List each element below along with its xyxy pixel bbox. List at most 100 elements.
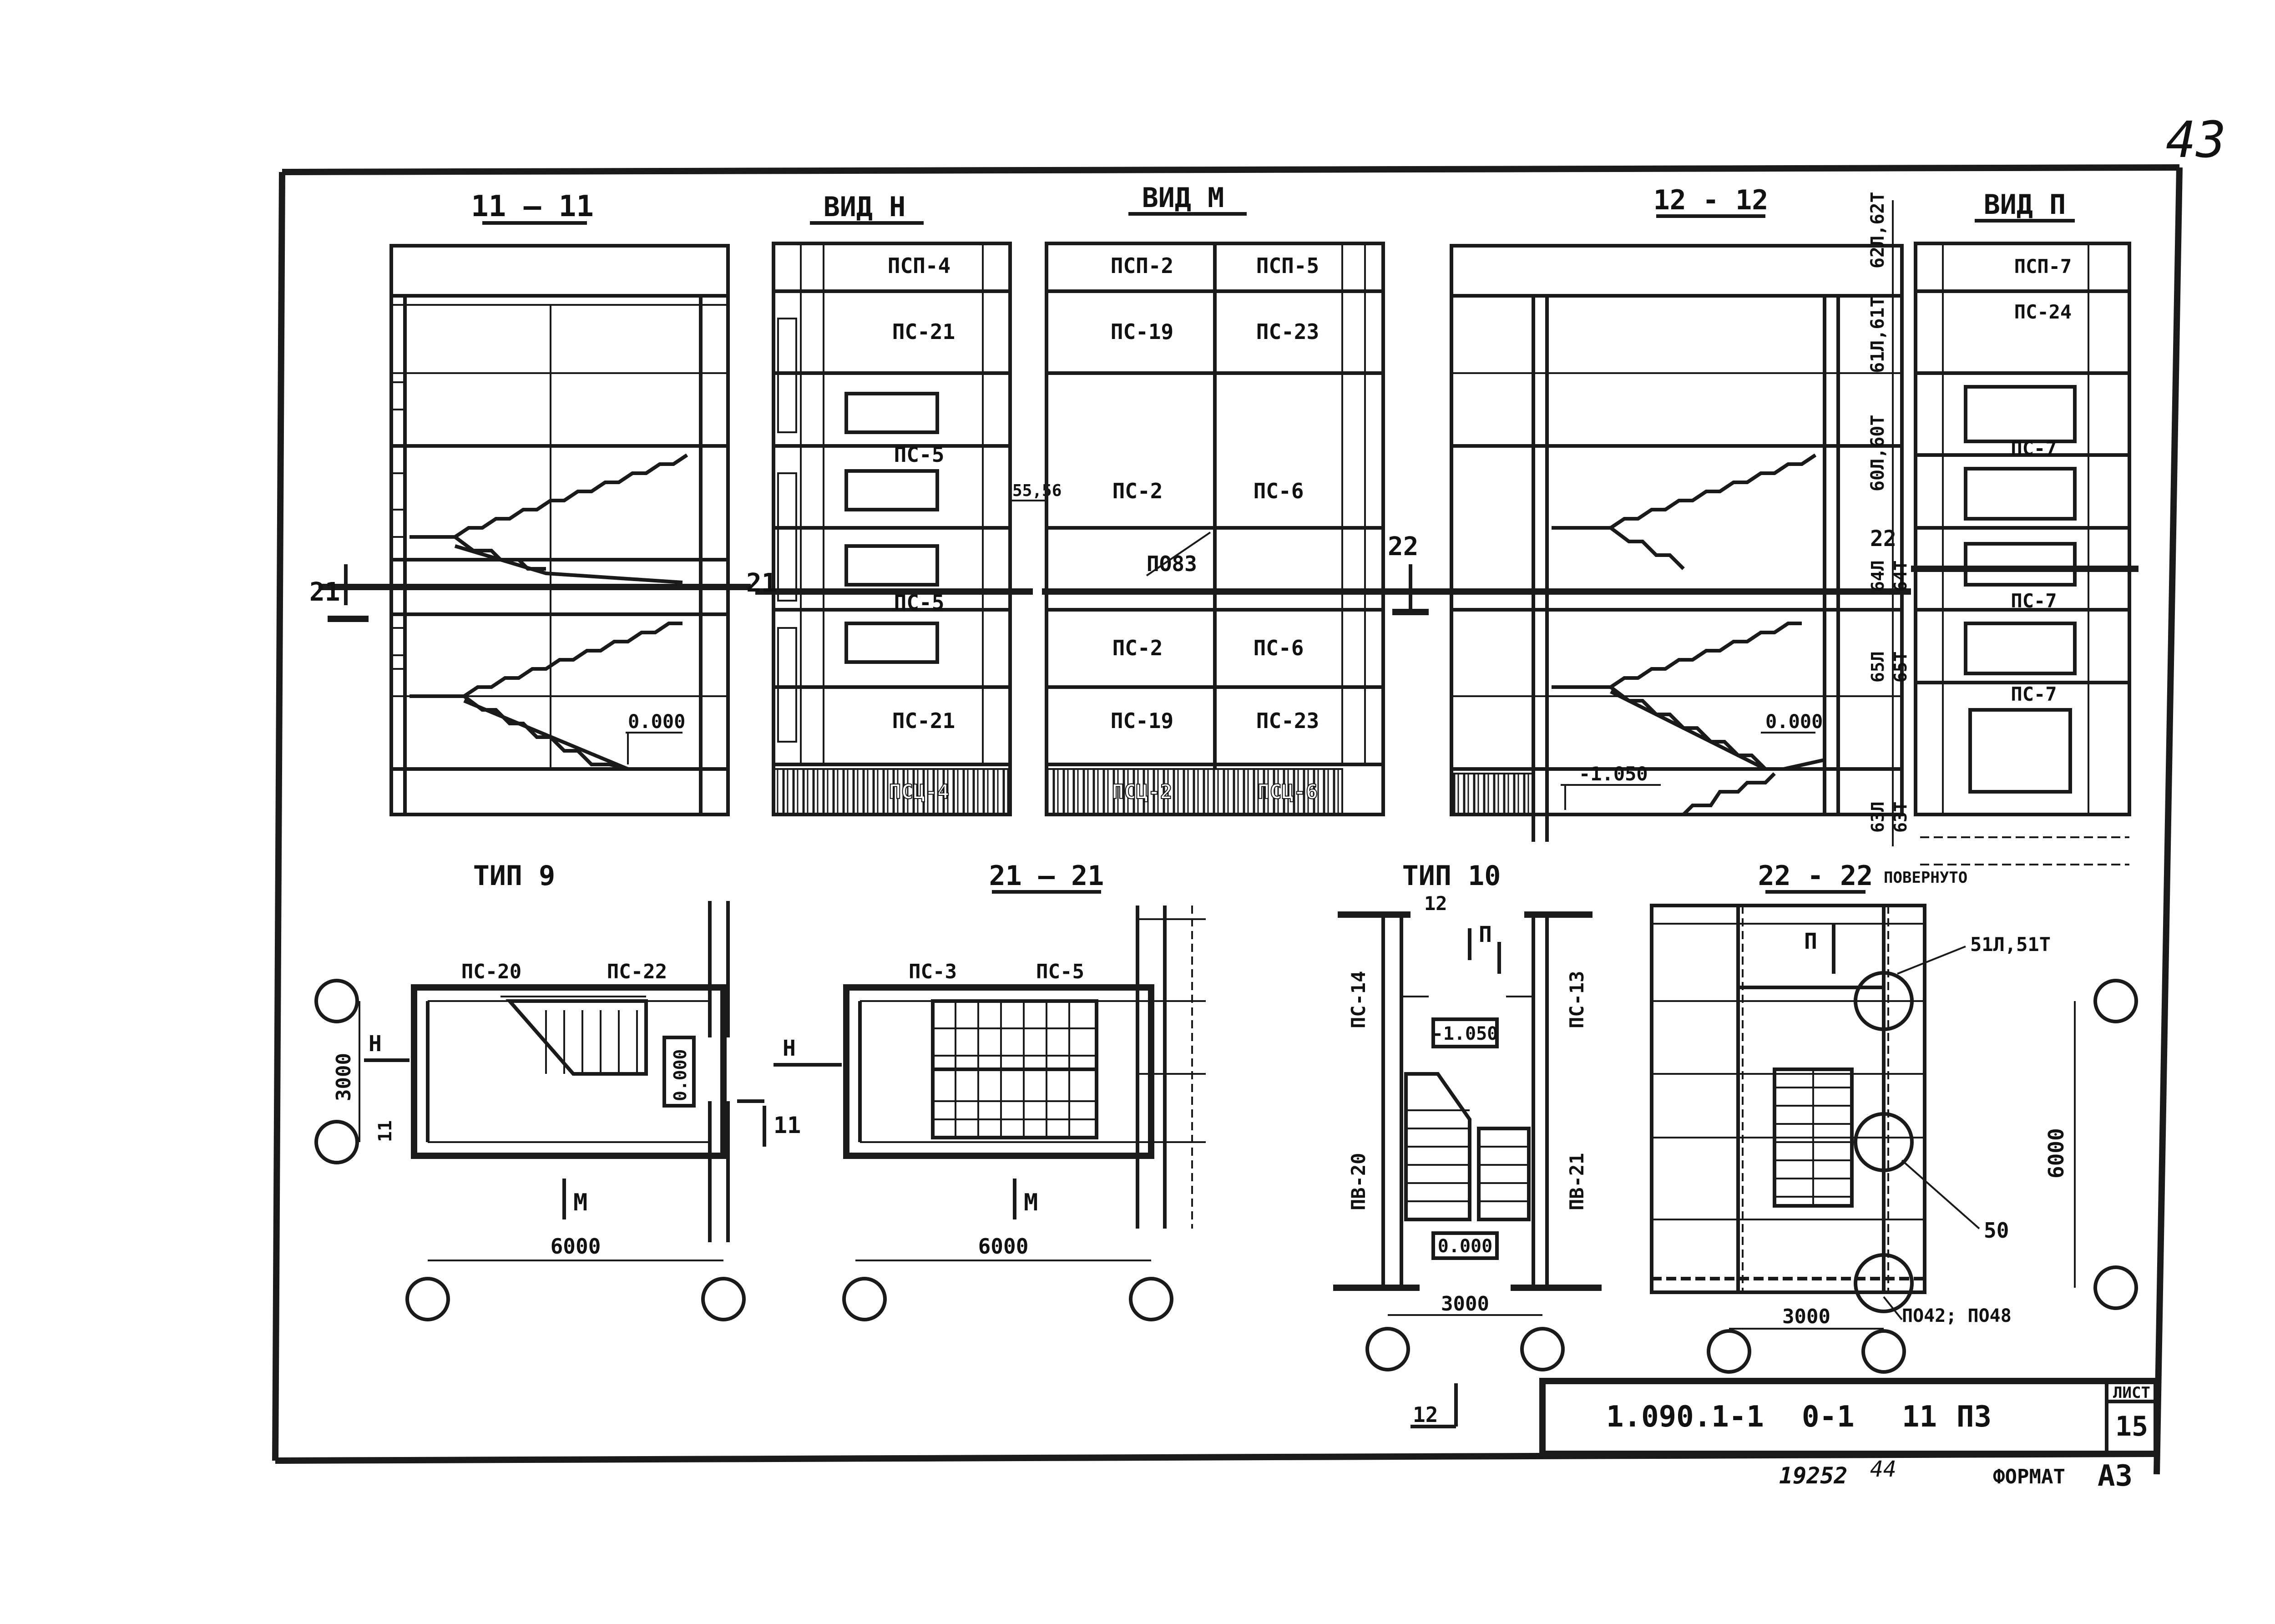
plan-21-21: 21 — 21 ПС-3 ПС-5 Н М 6000 <box>774 860 1206 1321</box>
section-12-12: 12 - 12 0.000 -1.050 62Л,62Т 61Л,61Т 60Л… <box>1442 184 1911 846</box>
dim-6000-2222: 6000 <box>2044 1128 2068 1179</box>
panel-ps-22: ПС-22 <box>607 960 667 983</box>
panel-psp-4: ПСП-4 <box>888 253 950 278</box>
slab-po83: ПО83 <box>1147 551 1197 576</box>
cut-label-11-right: 11 <box>774 1112 801 1138</box>
doc-type: ПЗ <box>1956 1400 1992 1434</box>
panel-ps-20: ПС-20 <box>461 960 521 983</box>
label-64t: 64Т <box>1891 560 1911 592</box>
panel-ps-6-lower: ПС-6 <box>1254 636 1304 660</box>
note-rotated: ПОВЕРНУТО <box>1884 869 1967 887</box>
dim-3000-tip9: 3000 <box>332 1053 355 1101</box>
plan-21-21-title: 21 — 21 <box>989 860 1104 892</box>
panel-ps-2-upper: ПС-2 <box>1112 479 1163 503</box>
cut-mark-21-left: 21 <box>309 577 340 607</box>
doc-part: 0-1 <box>1802 1400 1855 1434</box>
node-po42-po48: ПО42; ПО48 <box>1902 1305 2012 1326</box>
cut-label-12-bottom: 12 <box>1413 1402 1438 1427</box>
panel-ps-5-plan: ПС-5 <box>1036 960 1084 983</box>
panel-ps-14: ПС-14 <box>1347 971 1370 1028</box>
arrow-label-H-tip9: Н <box>369 1031 382 1057</box>
panel-ps-3: ПС-3 <box>909 960 957 983</box>
cut-label-12-top: 12 <box>1424 892 1447 915</box>
arrow-label-H-2121: Н <box>783 1036 796 1061</box>
view-N: ВИД Н ПСП-4 ПС-21 ПС-5 ПС-5 ПС-21 ПСЦ-4 … <box>746 191 1062 816</box>
panel-psp-2: ПСП-2 <box>1111 253 1173 278</box>
panel-pv-21: ПВ-21 <box>1566 1153 1588 1210</box>
panel-ps-7-c: ПС-7 <box>2011 683 2057 705</box>
dim-6000-2121: 6000 <box>978 1234 1029 1259</box>
panel-ps-21-top: ПС-21 <box>892 319 955 344</box>
level-0000-tip10: 0.000 <box>1438 1236 1492 1257</box>
section-12-12-title: 12 - 12 <box>1653 184 1769 216</box>
section-11-11: 11 — 11 21 0.000 <box>309 190 751 816</box>
label-64l: 64Л <box>1868 560 1888 592</box>
panel-ps-23-bottom: ПС-23 <box>1256 708 1319 733</box>
panel-ps-2-lower: ПС-2 <box>1112 636 1163 660</box>
panel-ps-19-top: ПС-19 <box>1111 319 1173 344</box>
view-N-title: ВИД Н <box>824 191 906 223</box>
level-minus-1050-tip10: -1.050 <box>1432 1023 1498 1044</box>
node-51l-51t: 51Л,51Т <box>1970 933 2051 956</box>
dim-55-56: 55,56 <box>1012 481 1062 500</box>
panel-ps-5-upper: ПС-5 <box>894 442 945 467</box>
panel-ps-7-b: ПС-7 <box>2011 590 2057 612</box>
level-0000-s12: 0.000 <box>1765 710 1823 733</box>
node-50: 50 <box>1984 1218 2009 1243</box>
plan-tip-10: ТИП 10 12 П ПС-14 ПС-13 ПВ-20 ПВ-21 - <box>1333 860 1602 1428</box>
format-label: ФОРМАТ <box>1993 1465 2065 1488</box>
plan-tip-9-title: ТИП 9 <box>473 860 556 892</box>
panel-ps-19-bottom: ПС-19 <box>1111 708 1173 733</box>
panel-pv-20: ПВ-20 <box>1347 1153 1370 1210</box>
cut-mark-22: 22 <box>1388 532 1418 562</box>
panel-psc-6: ПСЦ-6 <box>1258 780 1318 804</box>
stamp-number-2: 44 <box>1870 1457 1896 1482</box>
doc-issue: 11 <box>1902 1400 1937 1434</box>
dim-3000-tip10: 3000 <box>1441 1292 1489 1315</box>
label-60l-60t: 60Л,60Т <box>1867 415 1888 491</box>
dim-6000-tip9: 6000 <box>551 1234 601 1259</box>
view-M: ВИД М ПСП-2 ПС-19 ПС-2 ПС-2 ПС-19 ПСЦ-2 … <box>1042 182 1456 816</box>
panel-ps-6-upper: ПС-6 <box>1254 479 1304 503</box>
dim-3000-2222: 3000 <box>1782 1305 1830 1328</box>
format-value: А3 <box>2098 1459 2133 1493</box>
doc-code: 1.090.1-1 <box>1606 1400 1764 1434</box>
arrow-label-P-tip10: П <box>1479 922 1492 947</box>
plan-tip-10-title: ТИП 10 <box>1402 860 1501 892</box>
arrow-label-M-2121: М <box>1024 1189 1038 1216</box>
plan-22-22-title: 22 - 22 <box>1758 860 1873 892</box>
panel-ps-23-top: ПС-23 <box>1256 319 1319 344</box>
level-minus-1050: -1.050 <box>1579 763 1648 785</box>
sheet-frame <box>272 164 2183 1475</box>
cut-label-11-left: 11 <box>375 1120 396 1142</box>
view-P: ВИД П ПСП-7 ПС-24 ПС-7 ПС-7 ПС-7 <box>1911 189 2138 865</box>
panel-ps-7-a: ПС-7 <box>2011 437 2057 460</box>
label-63t: 63Т <box>1891 801 1911 833</box>
panel-psc-4: ПСЦ-4 <box>889 780 949 804</box>
panel-psp-5: ПСП-5 <box>1256 253 1319 278</box>
panel-psp-7: ПСП-7 <box>2014 255 2072 278</box>
plan-tip-9: ТИП 9 ПС-20 ПС-22 0.000 3000 Н 11 М 11 <box>314 860 801 1321</box>
panel-psc-2: ПСЦ-2 <box>1112 780 1172 804</box>
arrow-label-P-2222: П <box>1804 929 1817 954</box>
label-65t: 65Т <box>1891 651 1911 683</box>
view-P-title: ВИД П <box>1984 189 2066 221</box>
label-63l: 63Л <box>1868 801 1888 833</box>
view-M-title: ВИД М <box>1142 182 1224 214</box>
plan-22-22: 22 - 22 ПОВЕРНУТО П 51Л,51Т 5 <box>1650 860 2138 1374</box>
label-61l-61t: 61Л,61Т <box>1867 296 1888 373</box>
section-11-11-title: 11 — 11 <box>471 190 594 223</box>
cut-mark-21-right: 21 <box>746 568 777 598</box>
title-block: 1.090.1-1 0-1 11 ПЗ ЛИСТ 15 <box>1539 1378 2160 1457</box>
level-0000-tip9: 0.000 <box>670 1049 690 1101</box>
panel-ps-13: ПС-13 <box>1566 971 1588 1028</box>
arrow-label-M-tip9: М <box>573 1189 587 1216</box>
stamp-number: 19252 <box>1779 1462 1848 1489</box>
panel-ps-21-bottom: ПС-21 <box>892 708 955 733</box>
sheet-label: ЛИСТ <box>2113 1384 2150 1402</box>
panel-ps-24: ПС-24 <box>2014 301 2072 323</box>
sheet-number: 15 <box>2115 1411 2148 1442</box>
label-65l: 65Л <box>1868 651 1888 683</box>
label-62l-62t: 62Л,62Т <box>1867 192 1888 268</box>
